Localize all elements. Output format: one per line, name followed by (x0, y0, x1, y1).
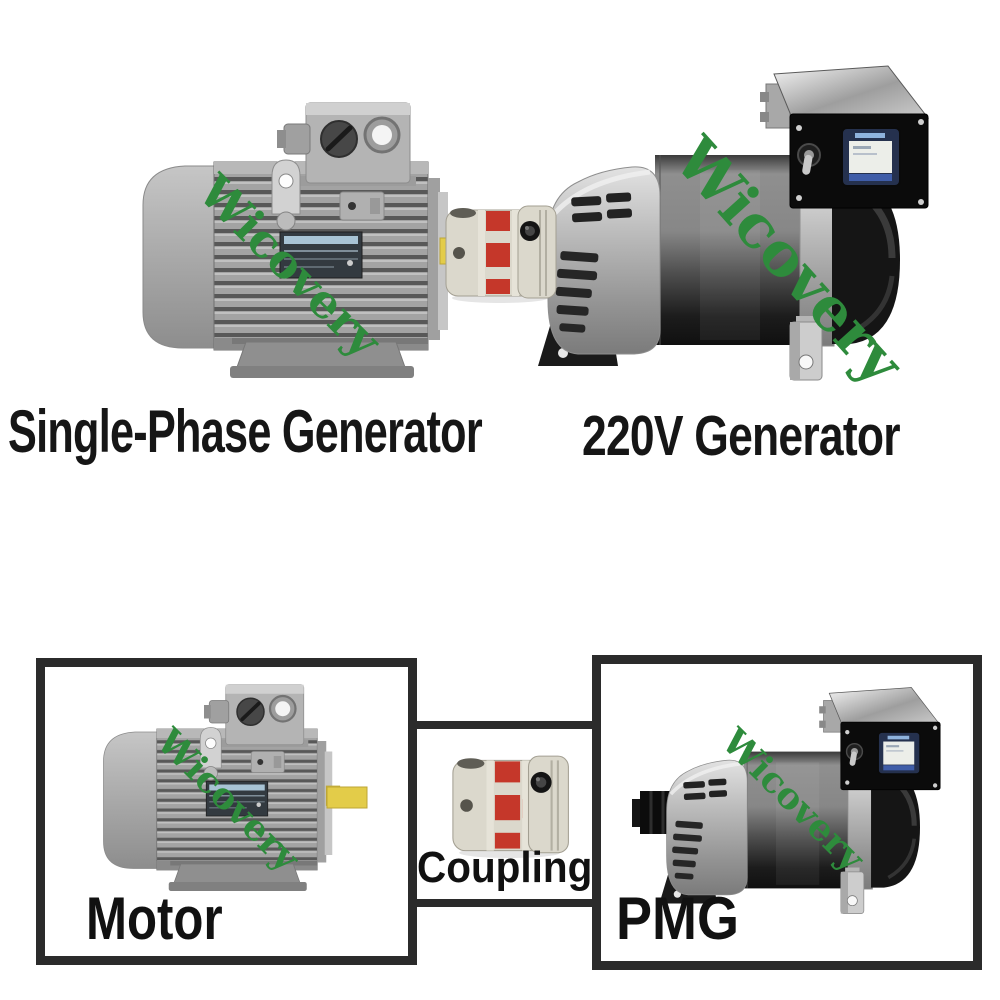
motor-shaft-yellow (326, 786, 368, 809)
pmg-box-label: PMG (616, 885, 740, 952)
caption-single-phase-generator: Single-Phase Generator (8, 398, 483, 465)
top-motor (143, 103, 458, 378)
motor-box-label: Motor (86, 885, 223, 952)
top-assembly (143, 66, 928, 380)
top-coupling (445, 205, 557, 304)
bottom-motor-art (101, 682, 368, 893)
bottom-pmg-art (632, 688, 940, 914)
top-generator (538, 66, 928, 380)
coupling-box-label: Coupling (417, 843, 593, 892)
caption-220v-generator: 220V Generator (582, 404, 901, 468)
